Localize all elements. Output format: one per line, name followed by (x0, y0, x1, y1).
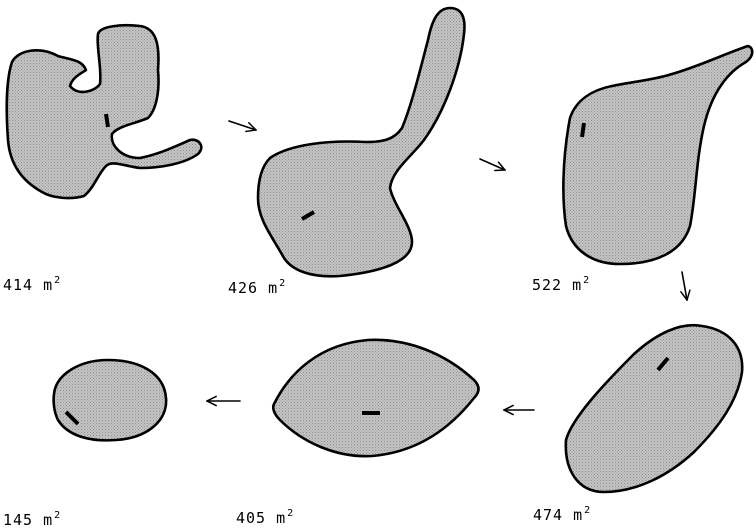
area-unit: m (573, 506, 583, 524)
area-value: 426 (228, 279, 258, 297)
area-unit: m (268, 279, 278, 297)
arrow-stage-3-to-6 (682, 272, 687, 300)
area-value: 414 (3, 276, 33, 294)
area-label-stage-5: 405 m2 (236, 509, 294, 527)
area-value: 522 (532, 276, 562, 294)
area-exponent: 2 (584, 505, 591, 516)
arrow-stage-1-to-2 (229, 121, 256, 130)
arrow-stage-2-to-3 (480, 159, 505, 170)
area-value: 405 (236, 509, 266, 527)
area-exponent: 2 (583, 275, 590, 286)
area-label-stage-6: 474 m2 (533, 506, 591, 524)
area-label-stage-4: 145 m2 (3, 511, 61, 529)
shape-stage-6 (566, 325, 742, 492)
area-label-stage-1: 414 m2 (3, 276, 61, 294)
area-exponent: 2 (54, 510, 61, 521)
shape-stage-4 (54, 360, 166, 440)
area-exponent: 2 (287, 508, 294, 519)
area-exponent: 2 (54, 275, 61, 286)
mark-stage-1 (106, 114, 108, 127)
area-unit: m (43, 511, 53, 529)
area-unit: m (572, 276, 582, 294)
area-exponent: 2 (279, 278, 286, 289)
area-label-stage-3: 522 m2 (532, 276, 590, 294)
area-unit: m (43, 276, 53, 294)
mark-stage-3 (582, 123, 584, 137)
area-unit: m (276, 509, 286, 527)
shape-stage-2 (258, 8, 464, 276)
shape-stage-1 (7, 25, 202, 198)
area-value: 474 (533, 506, 563, 524)
shape-stage-3 (563, 46, 752, 264)
shape-stage-5 (273, 340, 478, 456)
area-value: 145 (3, 511, 33, 529)
area-label-stage-2: 426 m2 (228, 279, 286, 297)
